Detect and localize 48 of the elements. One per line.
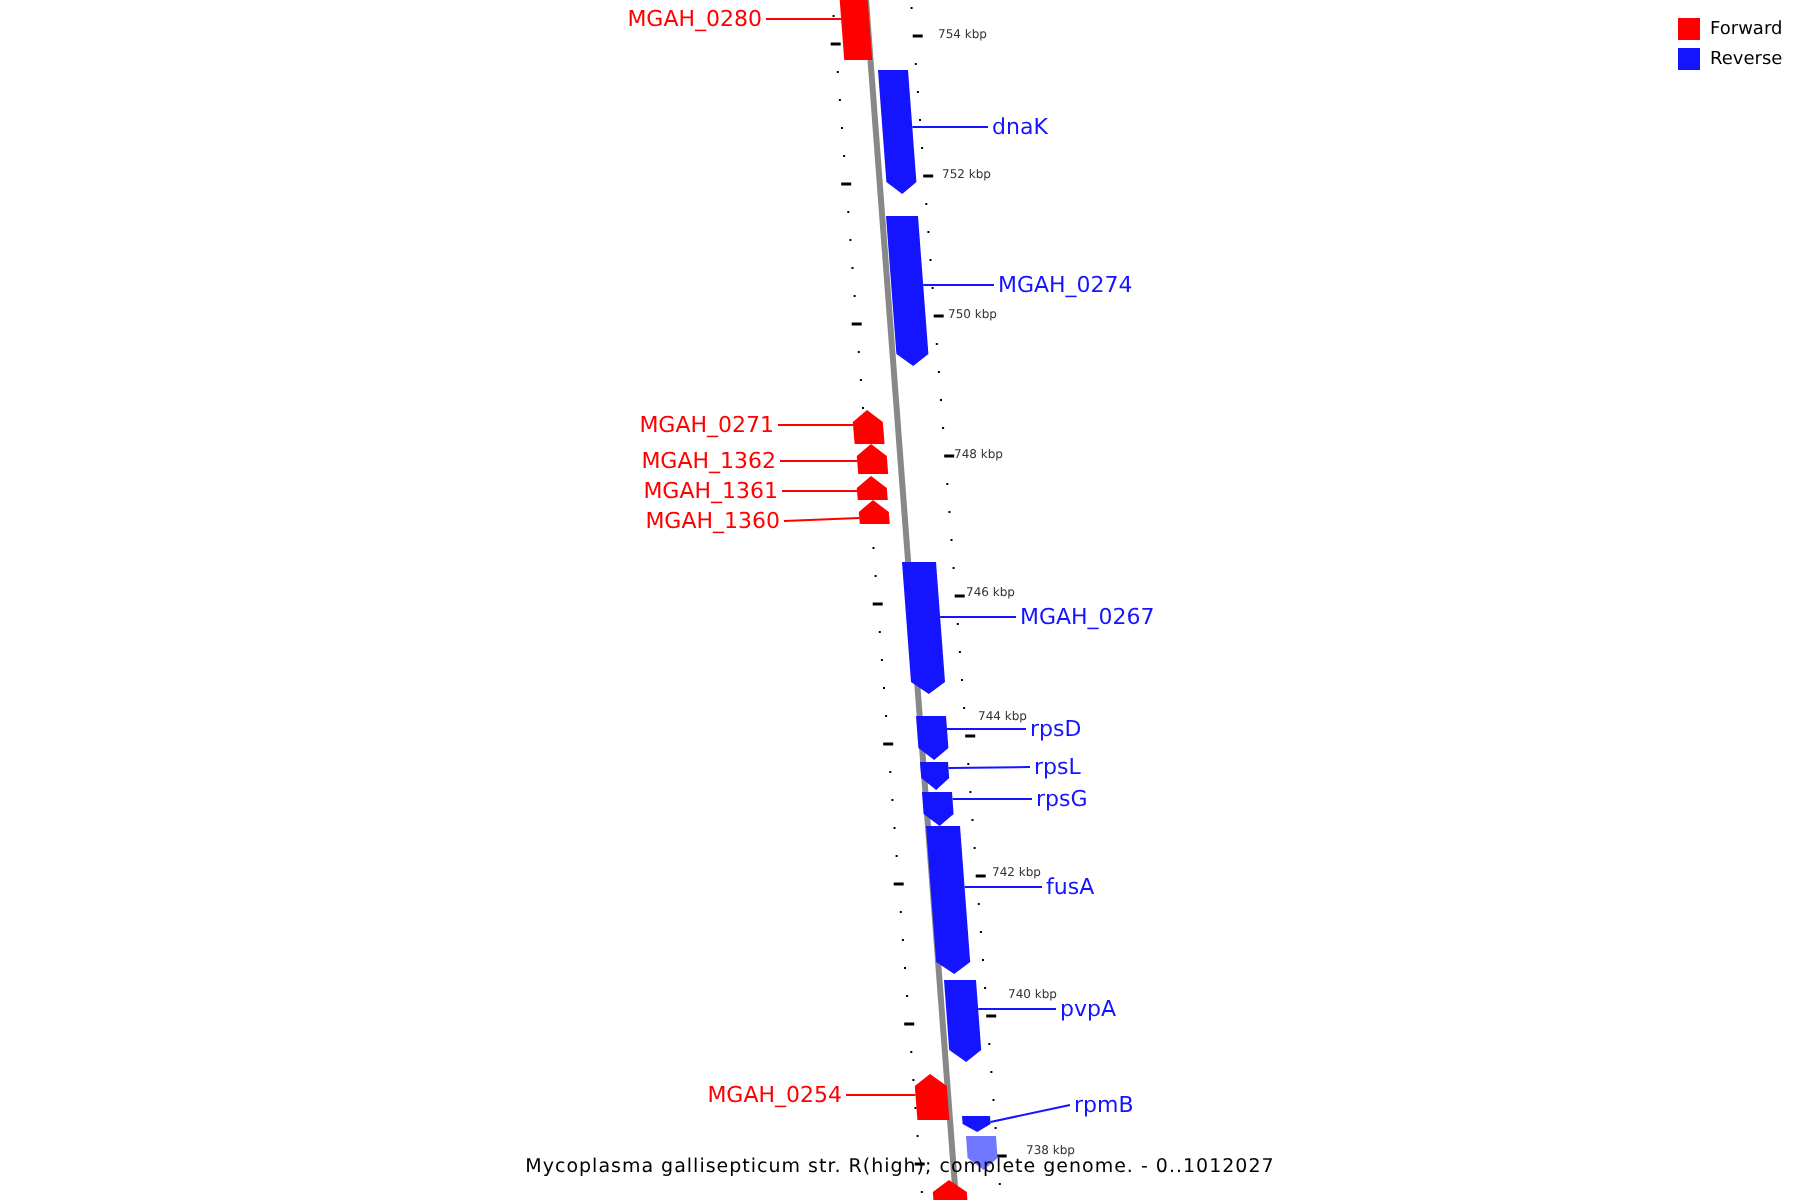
- gene-feature: [916, 716, 949, 760]
- legend-label: Forward: [1710, 19, 1783, 39]
- gene-label: MGAH_0267: [1020, 604, 1155, 630]
- gene-feature: [962, 1116, 991, 1132]
- gene-label: dnaK: [992, 114, 1048, 140]
- gene-feature: [914, 1074, 950, 1120]
- gene-feature: [944, 980, 982, 1062]
- legend-label: Reverse: [1710, 49, 1783, 69]
- gene-feature: [932, 1180, 970, 1200]
- leader-line: [922, 284, 995, 286]
- gene-feature: [858, 500, 890, 524]
- leader-line: [977, 1008, 1057, 1010]
- caption: Mycoplasma gallisepticum str. R(high); complete genome. - 0..1012027: [525, 1156, 1275, 1178]
- gene-feature: [852, 410, 885, 444]
- gene-label: MGAH_0274: [998, 272, 1133, 298]
- gene-feature: [878, 70, 917, 194]
- leader-line: [989, 1104, 1071, 1123]
- leader-line: [777, 424, 855, 426]
- gene-label: rpsD: [1030, 716, 1082, 742]
- gene-feature: [902, 562, 945, 694]
- gene-label: MGAH_1361: [643, 478, 778, 504]
- leader-line: [911, 126, 989, 128]
- gene-feature: [886, 216, 929, 366]
- gene-label: MGAH_0280: [627, 6, 762, 32]
- gene-label: rpsG: [1036, 786, 1088, 812]
- leader-line: [963, 886, 1043, 888]
- gene-feature: [920, 762, 950, 790]
- gene-label: rpsL: [1034, 754, 1081, 780]
- leader-line: [951, 798, 1033, 800]
- gene-label: MGAH_0254: [707, 1082, 842, 1108]
- gene-label: fusA: [1046, 874, 1095, 900]
- leader-line: [939, 616, 1017, 618]
- gene-feature: [922, 792, 954, 826]
- gene-label: rpmB: [1074, 1092, 1134, 1118]
- gene-feature: [838, 0, 873, 60]
- gene-feature: [856, 476, 888, 500]
- leader-line: [947, 766, 1031, 769]
- leader-line: [779, 460, 859, 462]
- gene-feature: [856, 444, 889, 474]
- leader-line: [945, 728, 1027, 730]
- leader-line: [781, 490, 859, 492]
- gene-label: MGAH_1362: [641, 448, 776, 474]
- leader-line: [783, 517, 861, 522]
- leader-line: [765, 18, 843, 20]
- gene-label: pvpA: [1060, 996, 1116, 1022]
- gene-label: MGAH_0271: [639, 412, 774, 438]
- leader-line: [845, 1094, 917, 1096]
- gene-label: MGAH_1360: [645, 508, 780, 534]
